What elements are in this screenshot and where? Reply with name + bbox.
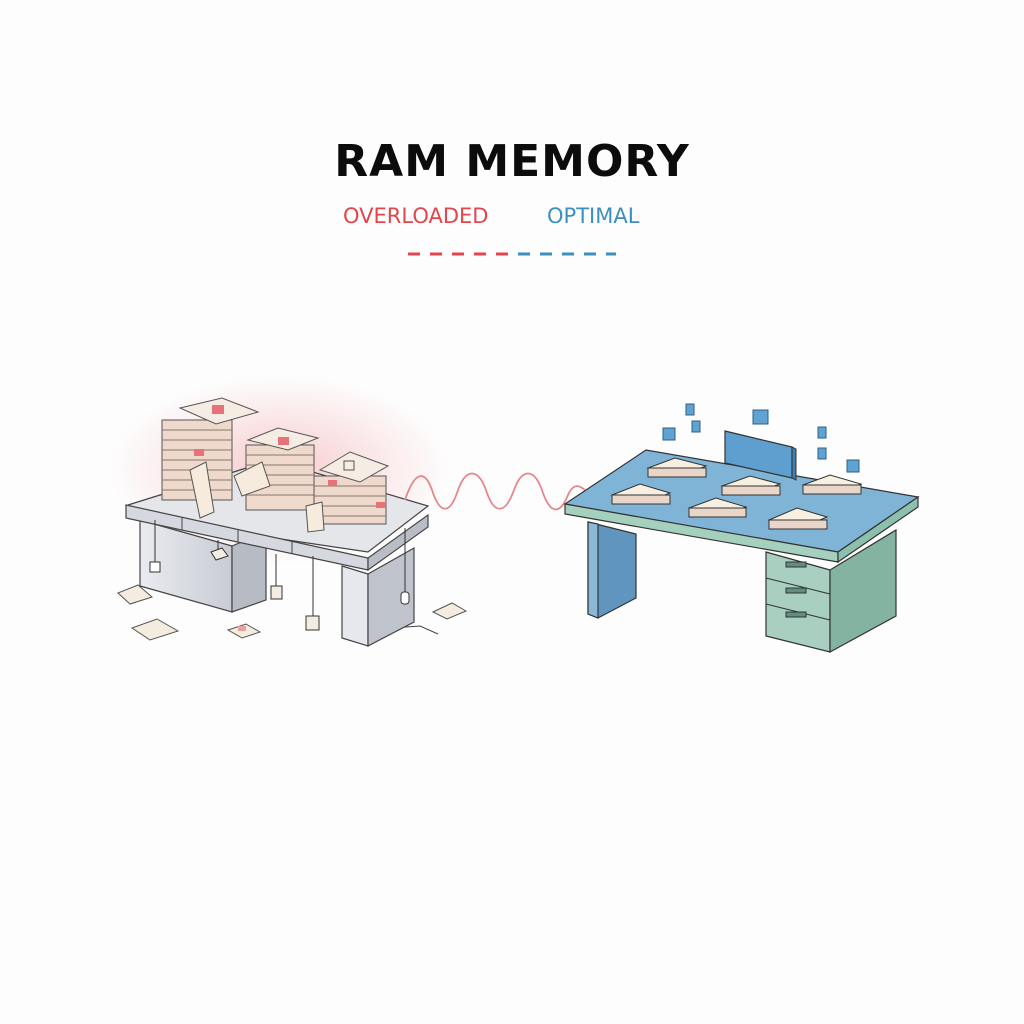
floor-paper [117, 584, 154, 605]
connector-wave [404, 472, 586, 511]
legend-overloaded: OVERLOADED [343, 204, 489, 228]
legend-dashed-line [408, 252, 616, 256]
floor-paper [130, 618, 180, 641]
legend-optimal: OPTIMAL [547, 204, 640, 228]
paper-stack-2 [233, 427, 320, 511]
floor-paper [431, 602, 468, 620]
falling-paper [189, 461, 215, 519]
optimal-desk [563, 403, 920, 654]
floating-cubes [662, 403, 860, 473]
neat-stack [610, 457, 863, 530]
legend: OVERLOADED OPTIMAL [0, 204, 1024, 234]
overloaded-desk [110, 375, 468, 647]
paper-stack-3 [305, 451, 390, 533]
diagram-title: RAM MEMORY [334, 136, 690, 187]
floor-paper-mark [238, 626, 246, 631]
